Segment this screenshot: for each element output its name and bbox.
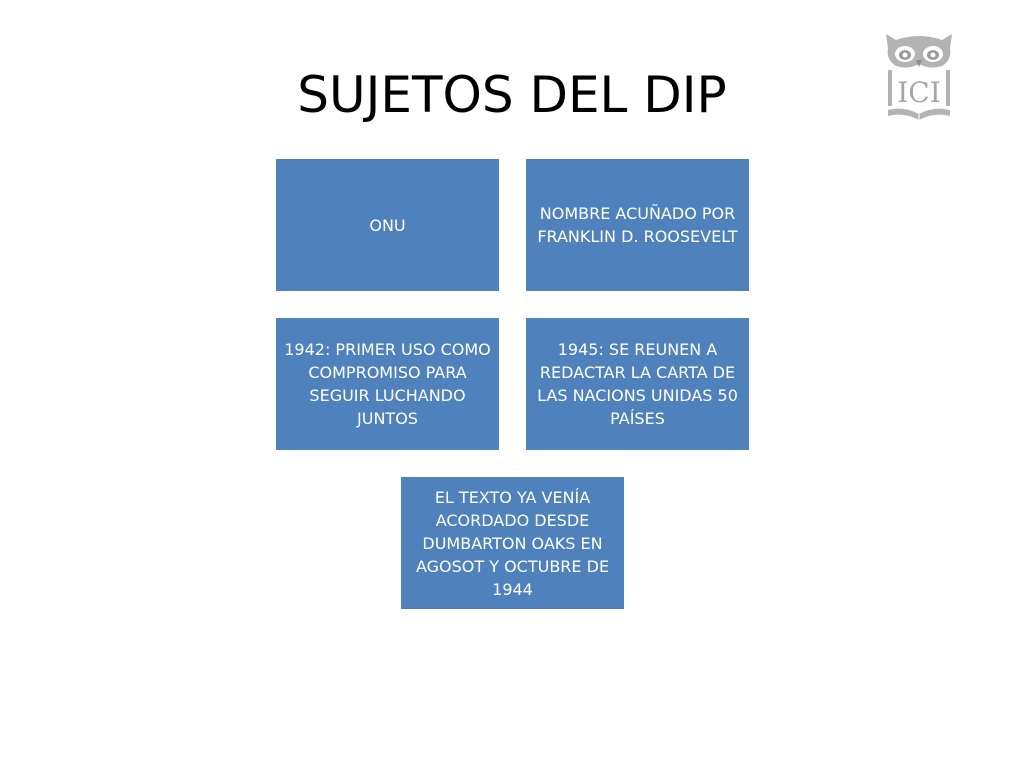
- slide-title: SUJETOS DEL DIP: [297, 66, 727, 124]
- box-1942: 1942: PRIMER USO COMO COMPROMISO PARA SE…: [275, 317, 500, 451]
- box-nombre-acunado: NOMBRE ACUÑADO POR FRANKLIN D. ROOSEVELT: [525, 158, 750, 292]
- logo-text: ICI: [897, 76, 941, 109]
- box-1945: 1945: SE REUNEN A REDACTAR LA CARTA DE L…: [525, 317, 750, 451]
- box-nombre-acunado-text: NOMBRE ACUÑADO POR FRANKLIN D. ROOSEVELT: [537, 204, 738, 246]
- box-1945-text: 1945: SE REUNEN A REDACTAR LA CARTA DE L…: [537, 340, 738, 428]
- box-1942-text: 1942: PRIMER USO COMO COMPROMISO PARA SE…: [284, 340, 491, 428]
- ici-owl-logo: ICI: [886, 34, 952, 120]
- box-onu-text: ONU: [369, 215, 406, 235]
- box-el-texto-text: EL TEXTO YA VENÍA ACORDADO DESDE DUMBART…: [415, 487, 610, 599]
- box-el-texto: EL TEXTO YA VENÍA ACORDADO DESDE DUMBART…: [400, 476, 625, 610]
- box-onu: ONU: [275, 158, 500, 292]
